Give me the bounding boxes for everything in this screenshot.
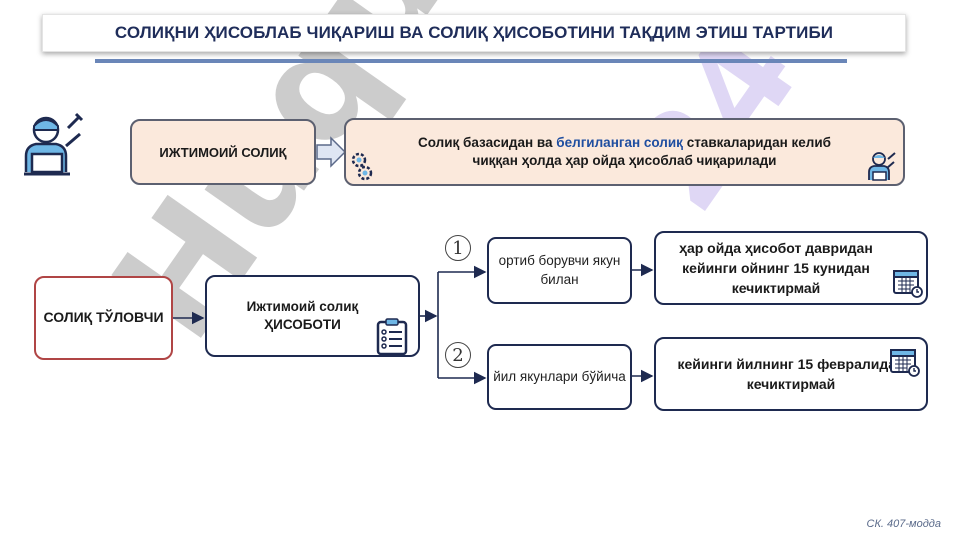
title-bar: СОЛИҚНИ ҲИСОБЛАБ ЧИҚАРИШ ВА СОЛИҚ ҲИСОБО…: [42, 14, 906, 52]
calculation-box: Солиқ базасидан ва белгиланган солиқ ста…: [344, 118, 905, 186]
option-number-1: 1: [445, 235, 471, 261]
social-tax-box: ИЖТИМОИЙ СОЛИҚ: [130, 119, 316, 185]
arrow-right-icon: [316, 136, 347, 168]
worker-small-icon: [868, 152, 896, 181]
title-underline: [95, 59, 847, 63]
calculation-text: Солиқ базасидан ва белгиланган солиқ ста…: [406, 134, 843, 170]
report-label: Ижтимоий солиқ ҲИСОБОТИ: [246, 299, 359, 332]
option-1-label: ортиб борувчи якун билан: [498, 253, 621, 287]
page-title: СОЛИҚНИ ҲИСОБЛАБ ЧИҚАРИШ ВА СОЛИҚ ҲИСОБО…: [114, 23, 834, 42]
option-1-box: ортиб борувчи якун билан: [487, 237, 632, 304]
tax-payer-box: СОЛИҚ ТЎЛОВЧИ: [34, 276, 173, 360]
worker-with-laptop-icon: [24, 112, 84, 176]
option-number-2: 2: [445, 342, 471, 368]
option-2-box: йил якунлари бўйича: [487, 344, 632, 410]
deadline-2-box: кейинги йилнинг 15 февралидан кечиктирма…: [654, 337, 928, 411]
footnote-reference: СК. 407-модда: [866, 518, 942, 530]
calendar-icon: [890, 349, 920, 377]
calendar-icon: [893, 270, 923, 298]
calculation-text-1: Солиқ базасидан ва: [418, 134, 557, 150]
calculation-text-highlight: белгиланган солиқ: [556, 134, 683, 150]
calculation-text-2: ставкаларидан келиб чиққан ҳолда ҳар ойд…: [472, 134, 831, 168]
option-2-label: йил якунлари бўйича: [493, 368, 626, 384]
deadline-1-box: ҳар ойда ҳисобот давридан кейинги ойнинг…: [654, 231, 928, 305]
deadline-2-text: кейинги йилнинг 15 февралидан кечиктирма…: [677, 355, 905, 392]
tax-payer-label: СОЛИҚ ТЎЛОВЧИ: [43, 309, 164, 326]
social-tax-label: ИЖТИМОИЙ СОЛИҚ: [159, 144, 287, 160]
deadline-1-text: ҳар ойда ҳисобот давридан кейинги ойнинг…: [679, 239, 873, 297]
gears-icon: [351, 152, 373, 181]
checklist-icon: [376, 318, 408, 356]
